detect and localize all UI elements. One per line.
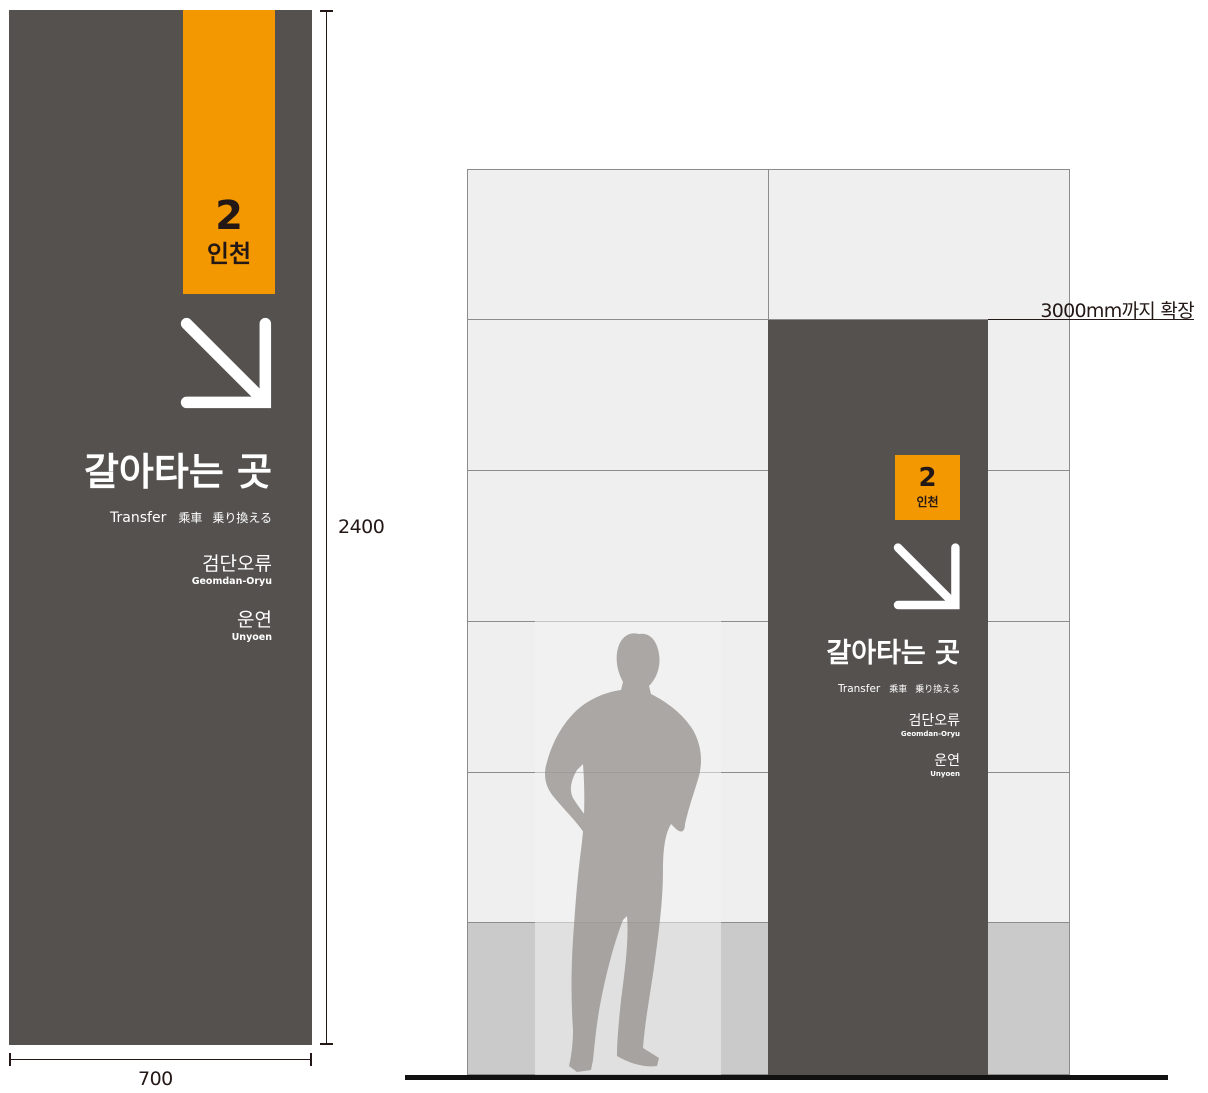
height-dimension-label: 2400	[338, 516, 385, 538]
line-number: 2	[215, 193, 243, 239]
width-dimension-line	[9, 1059, 312, 1060]
tile-joint	[768, 169, 769, 320]
height-dimension-tick-top	[320, 10, 333, 12]
sign-title: 갈아타는 곳	[83, 450, 272, 494]
line-badge: 2 인천	[895, 455, 960, 520]
subtitle-en: Transfer	[110, 510, 167, 526]
subtitle-zh: 乘車	[178, 511, 203, 525]
sign-subtitle: Transfer 乘車乗り換える	[110, 509, 272, 527]
destination-1-ko: 검단오류	[202, 553, 272, 575]
width-dimension-tick-left	[9, 1053, 11, 1066]
height-dimension-tick-bottom	[320, 1043, 333, 1045]
destination-1-en: Geomdan-Oryu	[191, 576, 272, 587]
subtitle-ja: 乗り換える	[212, 511, 272, 525]
height-dimension-line	[326, 10, 327, 1045]
width-dimension-tick-right	[310, 1053, 312, 1066]
sign-front-view: 2 인천 갈아타는 곳 Transfer 乘車乗り換える 검단오류 Geomdan…	[9, 10, 312, 1045]
width-dimension-label: 700	[138, 1068, 173, 1090]
destination-2-en: Unyoen	[930, 770, 960, 778]
sign-installed-view: 2 인천 갈아타는 곳 Transfer 乘車乗り換える 검단오류 Geomdan…	[768, 320, 988, 1075]
destination-1-ko: 검단오류	[908, 713, 960, 729]
destination-2-en: Unyoen	[231, 632, 272, 643]
subtitle-en: Transfer	[838, 683, 881, 695]
line-name: 인천	[916, 495, 939, 509]
extension-leader-line	[988, 319, 1194, 320]
line-badge: 2 인천	[183, 10, 275, 294]
arrow-down-right-icon	[180, 317, 272, 409]
destination-2-ko: 운연	[934, 753, 960, 769]
floor-line	[405, 1075, 1168, 1080]
subtitle-zh: 乘車	[889, 685, 908, 695]
sign-subtitle: Transfer 乘車乗り換える	[838, 682, 960, 697]
extension-note: 3000mm까지 확장	[1040, 300, 1194, 322]
arrow-down-right-icon	[893, 543, 960, 610]
person-silhouette	[535, 620, 721, 1075]
destination-1-en: Geomdan-Oryu	[900, 730, 960, 738]
sign-title: 갈아타는 곳	[826, 638, 960, 669]
line-name: 인천	[206, 240, 252, 268]
destination-2-ko: 운연	[237, 609, 272, 631]
line-number: 2	[918, 463, 937, 493]
subtitle-ja: 乗り換える	[915, 685, 960, 695]
